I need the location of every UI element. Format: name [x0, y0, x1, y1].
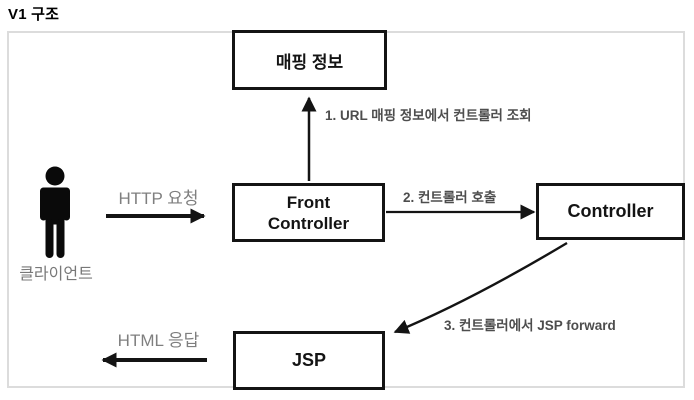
step3-arrow: [393, 241, 568, 334]
html-response-label: HTML 응답: [117, 331, 200, 350]
diagram-title: V1 구조: [8, 6, 60, 23]
node-front-controller: Front Controller: [232, 183, 385, 242]
node-controller-label: Controller: [567, 201, 654, 221]
node-front-controller-line2: Controller: [267, 213, 350, 233]
step3-label: 3. 컨트롤러에서 JSP forward: [444, 318, 616, 333]
node-jsp: JSP: [233, 331, 385, 390]
node-jsp-label: JSP: [291, 350, 327, 370]
step2-label: 2. 컨트롤러 호출: [403, 190, 497, 205]
client-label: 클라이언트: [19, 266, 93, 283]
node-mapping-info: 매핑 정보: [232, 30, 387, 90]
http-request-label: HTTP 요청: [118, 189, 199, 208]
node-mapping-info-label: 매핑 정보: [275, 52, 344, 72]
step1-label: 1. URL 매핑 정보에서 컨트롤러 조회: [325, 108, 532, 123]
node-front-controller-line1: Front: [286, 192, 331, 212]
person-icon: [40, 166, 70, 258]
node-controller: Controller: [536, 183, 685, 240]
